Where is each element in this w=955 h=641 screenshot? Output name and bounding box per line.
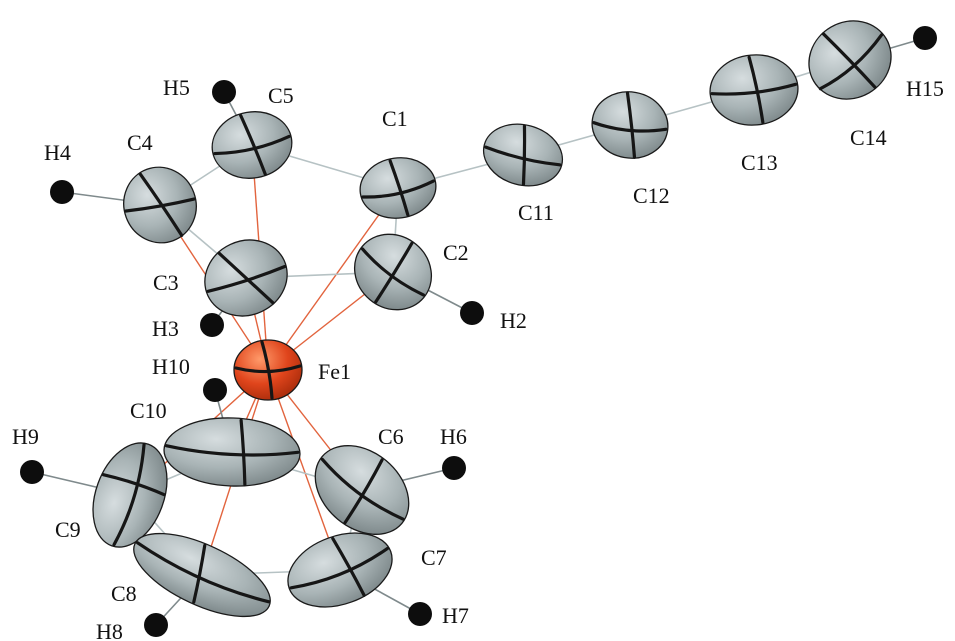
atom-h15 xyxy=(913,26,937,50)
label-h7: H7 xyxy=(442,603,469,628)
atom-c8 xyxy=(133,532,271,618)
atom-h2 xyxy=(460,301,484,325)
label-c7: C7 xyxy=(421,545,447,570)
atom-c3 xyxy=(204,239,288,317)
atom-h3 xyxy=(200,313,224,337)
label-c2: C2 xyxy=(443,240,469,265)
label-c14: C14 xyxy=(850,125,887,150)
label-c12: C12 xyxy=(633,183,670,208)
label-fe1: Fe1 xyxy=(318,359,351,384)
label-c11: C11 xyxy=(518,200,554,225)
atom-c14 xyxy=(808,20,892,100)
atom-c9 xyxy=(92,442,168,548)
label-h6: H6 xyxy=(440,424,467,449)
label-c8: C8 xyxy=(111,581,137,606)
bond-fe1-c7 xyxy=(267,369,341,571)
label-c1: C1 xyxy=(382,106,408,131)
label-c5: C5 xyxy=(268,83,294,108)
atom-labels: C1 C2 C3 C4 C5 C6 C7 C8 C9 C10 C11 C12 C… xyxy=(12,75,944,641)
label-c3: C3 xyxy=(153,270,179,295)
atom-c13 xyxy=(709,54,799,126)
atom-h5 xyxy=(212,80,236,104)
atom-h4 xyxy=(50,180,74,204)
atom-c10 xyxy=(163,417,301,487)
atom-h8 xyxy=(144,613,168,637)
atom-fe1 xyxy=(233,339,303,401)
label-h10: H10 xyxy=(152,354,190,379)
label-h3: H3 xyxy=(152,316,179,341)
atom-c1 xyxy=(359,157,437,219)
atom-c2 xyxy=(353,233,433,311)
label-c6: C6 xyxy=(378,424,404,449)
atom-h10 xyxy=(203,378,227,402)
label-h4: H4 xyxy=(44,140,71,165)
label-h8: H8 xyxy=(96,619,123,641)
label-h5: H5 xyxy=(163,75,190,100)
atom-c6 xyxy=(314,445,410,535)
atom-c12 xyxy=(591,91,669,159)
bond-fe1-c1 xyxy=(267,187,399,371)
atom-c7 xyxy=(287,532,393,608)
atom-h7 xyxy=(408,602,432,626)
label-c13: C13 xyxy=(741,150,778,175)
label-c10: C10 xyxy=(130,398,167,423)
label-c9: C9 xyxy=(55,517,81,542)
atom-h6 xyxy=(442,456,466,480)
atom-c11 xyxy=(482,123,564,187)
atom-h9 xyxy=(20,460,44,484)
hydrogen-atoms xyxy=(20,26,937,637)
label-c4: C4 xyxy=(127,130,153,155)
label-h9: H9 xyxy=(12,424,39,449)
atom-c5 xyxy=(211,111,293,179)
atom-c4 xyxy=(123,166,197,244)
label-h2: H2 xyxy=(500,308,527,333)
label-h15: H15 xyxy=(906,76,944,101)
